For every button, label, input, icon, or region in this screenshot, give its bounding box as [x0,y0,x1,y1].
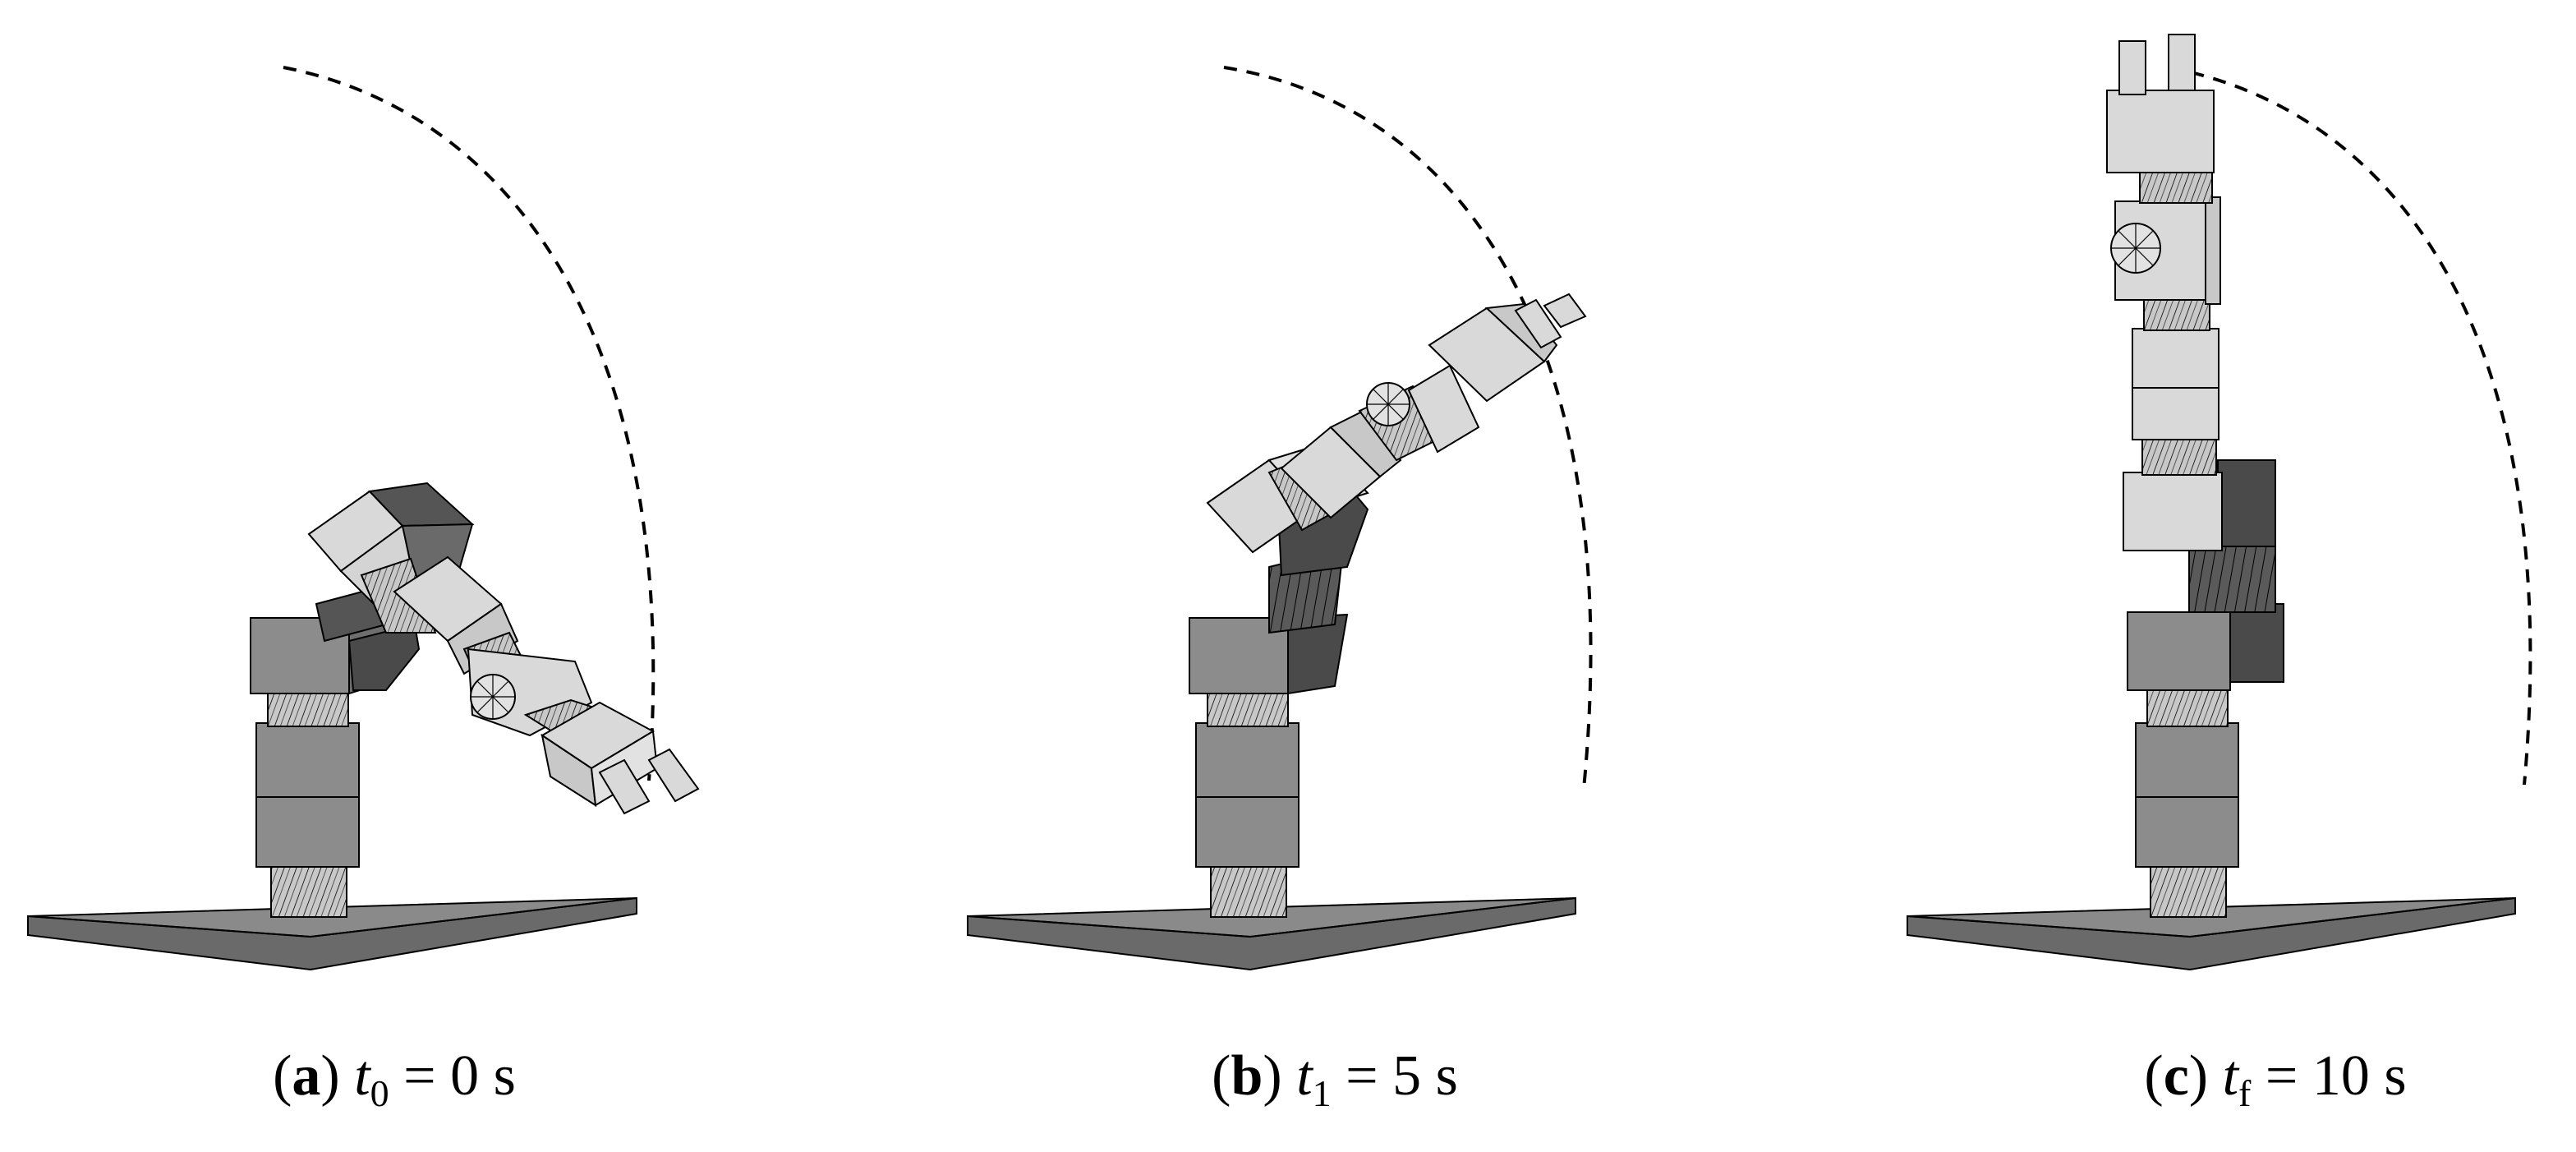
panel-b-trajectory-arc [1223,66,1593,790]
panel-c-base-joint [2150,862,2227,918]
panel-b-robot [967,66,1593,971]
panel-a-base-joint [270,862,347,918]
panel-b-base-joint [1210,862,1287,918]
panel-a-trajectory-arc [283,66,656,781]
caption-panel-a: (a) t0 = 0 s [273,1044,516,1114]
caption-panel-c: (c) tf = 10 s [2144,1044,2407,1114]
panel-c-robot [1907,34,2532,971]
panel-c-trajectory-arc [2168,66,2532,786]
panel-a-robot [27,66,700,971]
caption-panel-b: (b) t1 = 5 s [1212,1044,1458,1114]
